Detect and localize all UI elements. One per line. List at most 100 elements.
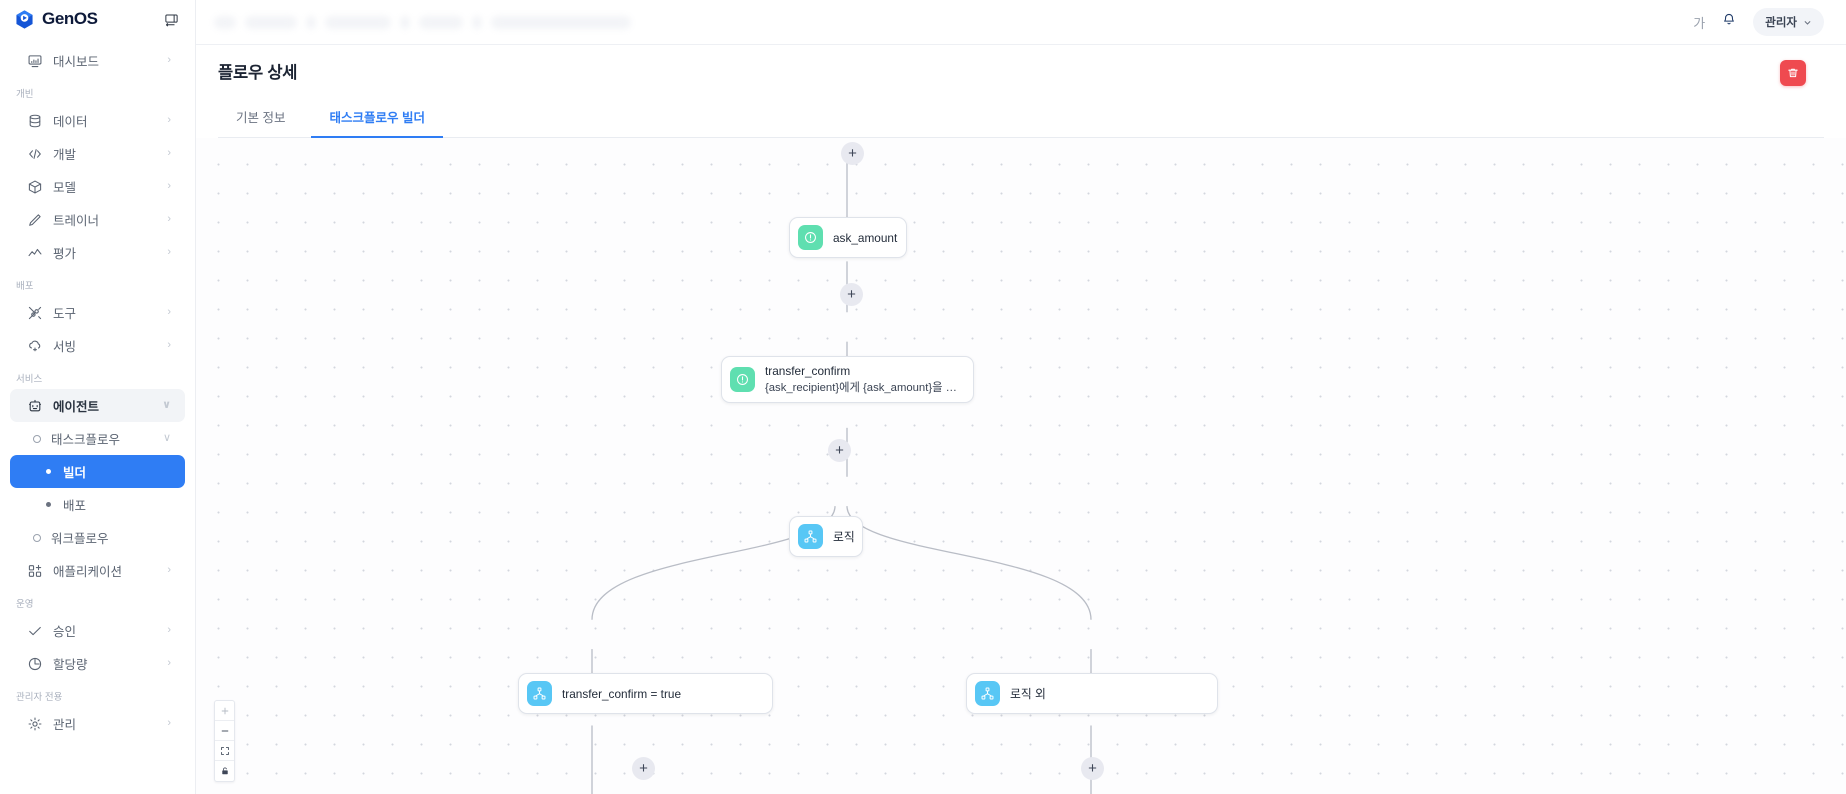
tools-icon-wrap [26, 304, 43, 321]
node-title: transfer_confirm = true [562, 686, 681, 701]
sidebar-item-trainer[interactable]: 트레이너› [10, 203, 185, 236]
chart-line-icon-wrap [26, 244, 43, 261]
sidebar-item-taskflow[interactable]: 태스크플로우 ∨ [10, 422, 185, 455]
flow-canvas[interactable]: ask_amount transfer_confirm{ask_recipient… [196, 138, 1846, 794]
topbar-actions: 가 관리자 [1693, 8, 1824, 36]
sidebar-item-label: 서빙 [53, 340, 77, 354]
node-icon-transfer_confirm [730, 367, 755, 392]
pencil-icon-wrap [26, 211, 43, 228]
sidebar-item-dashboard[interactable]: 대시보드› [10, 44, 185, 77]
node-text: 로직 [833, 528, 855, 545]
flow-node-transfer_confirm[interactable]: transfer_confirm{ask_recipient}에게 {ask_a… [721, 356, 974, 403]
apps-plus-icon-wrap [26, 562, 43, 579]
agent-robot-icon-wrap [26, 397, 43, 414]
node-title: 로직 [833, 530, 855, 544]
flow-node-logic[interactable]: 로직 [789, 516, 863, 557]
node-subtitle: {ask_recipient}에게 {ask_amount}을 이체... [765, 382, 959, 394]
node-text: ask_amount [833, 231, 897, 245]
sidebar-item-chevron: ∨ [162, 432, 171, 444]
sidebar-item-chevron: › [167, 180, 171, 192]
fit-view-button[interactable] [215, 741, 234, 761]
brand-row: GenOS [0, 2, 195, 36]
tools-icon [28, 306, 41, 319]
sidebar-item-label: 관리 [53, 718, 77, 732]
sidebar-item-label: 대시보드 [53, 55, 100, 69]
sidebar-item-dev[interactable]: 개발› [10, 137, 185, 170]
sidebar-item-builder[interactable]: 빌더 [10, 455, 185, 488]
lock-canvas-button[interactable] [215, 761, 234, 781]
sidebar-item-workflow[interactable]: 워크플로우 [10, 521, 185, 554]
sidebar-item-tools[interactable]: 도구› [10, 296, 185, 329]
sidebar-item-label: 모델 [53, 181, 77, 195]
chevron-down-icon [1804, 20, 1811, 25]
sidebar-item-serving[interactable]: 서빙 › [10, 329, 185, 362]
cloud-icon [28, 340, 40, 351]
alert-circle-icon [805, 232, 816, 243]
add-node-branch-right[interactable]: + [1081, 757, 1104, 780]
flow-node-ask_amount[interactable]: ask_amount [789, 217, 907, 258]
sidebar-collapse-icon[interactable] [161, 9, 181, 29]
zoom-out-button[interactable] [215, 721, 234, 741]
font-size-toggle[interactable]: 가 [1693, 15, 1706, 31]
sidebar-item-label: 트레이너 [53, 214, 100, 228]
sidebar-item-label: 워크플로우 [51, 532, 109, 546]
canvas-zoom-controls [214, 700, 235, 782]
sidebar-item-model[interactable]: 모델 › [10, 170, 185, 203]
add-node-after-confirm[interactable]: + [828, 439, 851, 462]
sidebar-item-eval[interactable]: 평가› [10, 236, 185, 269]
sidebar-item-application[interactable]: 애플리케이션› [10, 554, 185, 587]
brand-name: GenOS [42, 9, 98, 28]
sidebar-item-chevron: › [167, 306, 171, 318]
sidebar-item-chevron: › [167, 339, 171, 351]
tab-0[interactable]: 기본 정보 [236, 111, 286, 125]
dashboard-icon [28, 54, 41, 67]
sidebar-item-label: 빌더 [63, 466, 87, 480]
sidebar-item-label: 개발 [53, 148, 77, 162]
bell-icon[interactable] [1721, 12, 1737, 33]
add-node-top[interactable]: + [841, 142, 864, 165]
apps-plus-icon [28, 564, 41, 577]
sidebar-group-label: 개빈 [16, 89, 34, 100]
agent-robot-icon [28, 399, 41, 411]
alert-circle-icon [737, 374, 748, 385]
cube-icon [28, 180, 41, 193]
minus-icon [221, 730, 228, 731]
breadcrumb[interactable] [214, 15, 631, 29]
sidebar-item-label: 태스크플로우 [51, 433, 121, 447]
code-icon [28, 148, 41, 159]
database-icon-wrap [26, 112, 43, 129]
sidebar-group-label: 운영 [16, 599, 34, 610]
sidebar-item-admin[interactable]: 관리› [10, 707, 185, 740]
tab-bar: 기본 정보 태스크플로우 빌더 [218, 99, 1824, 138]
sidebar-item-label: 할당량 [53, 658, 88, 672]
page-title: 플로우 상세 [218, 64, 298, 82]
sidebar-item-chevron: ∨ [162, 399, 171, 411]
flow-node-branch_else[interactable]: 로직 외 [966, 673, 1218, 714]
sidebar-item-approval[interactable]: 승인› [10, 614, 185, 647]
node-icon-logic [798, 524, 823, 549]
flow-node-branch_true[interactable]: transfer_confirm = true [518, 673, 773, 714]
delete-flow-button[interactable] [1780, 60, 1806, 86]
sidebar-item-data[interactable]: 데이터› [10, 104, 185, 137]
user-menu[interactable]: 관리자 [1753, 8, 1824, 36]
add-node-branch-left[interactable]: + [632, 757, 655, 780]
tab-1[interactable]: 태스크플로우 빌더 [311, 99, 443, 138]
sidebar-item-agent[interactable]: 에이전트 ∨ [10, 389, 185, 422]
sidebar-group-label: 배포 [16, 281, 34, 292]
sidebar-item-label: 에이전트 [53, 400, 100, 414]
zoom-in-button[interactable] [215, 701, 234, 721]
bullet-dot-icon [44, 500, 53, 509]
gear-icon [28, 717, 41, 730]
branch-node-icon [533, 687, 546, 700]
pencil-icon [28, 213, 41, 226]
sidebar-item-label: 애플리케이션 [53, 565, 123, 579]
chart-line-icon [28, 248, 41, 256]
sidebar-item-quota[interactable]: 할당량› [10, 647, 185, 680]
add-node-after-ask[interactable]: + [840, 283, 863, 306]
node-icon-branch_true [527, 681, 552, 706]
page-header: 플로우 상세 기본 정보 태스크플로우 빌더 [196, 45, 1846, 138]
sidebar-item-deploy[interactable]: 배포 [10, 488, 185, 521]
quota-clock-icon [28, 657, 41, 670]
cloud-icon-wrap [26, 337, 43, 354]
